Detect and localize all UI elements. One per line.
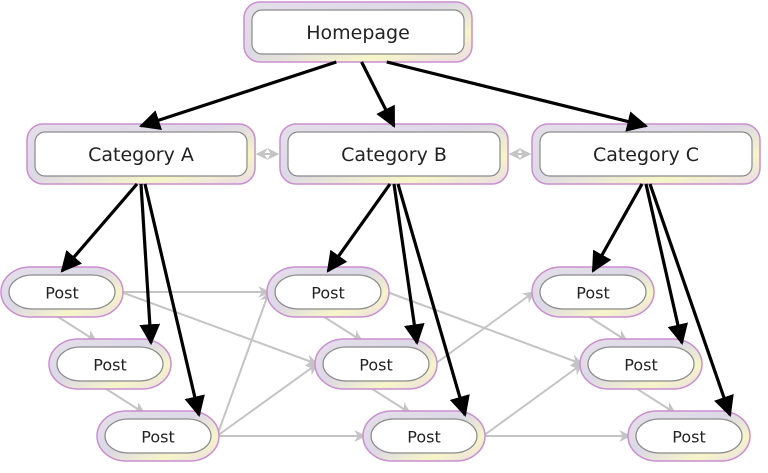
hierarchy-arrow	[143, 183, 205, 418]
node-inner-box	[56, 346, 164, 382]
node-inner-box	[34, 131, 248, 177]
cross-link-arrow	[216, 363, 318, 437]
node-inner-box	[539, 274, 647, 310]
cross-link-arrow	[120, 291, 319, 366]
node-label: Post	[672, 428, 705, 447]
node-inner-box	[8, 274, 116, 310]
hierarchy-arrow	[60, 182, 139, 273]
node-catC: Category C	[531, 123, 761, 185]
node-inner-box	[370, 418, 478, 454]
node-c1: Post	[531, 266, 655, 318]
node-catB: Category B	[279, 123, 509, 185]
node-inner-box	[635, 418, 743, 454]
hierarchy-arrow	[648, 183, 734, 417]
cross-link-arrow	[216, 290, 271, 437]
node-label: Post	[624, 356, 657, 375]
hierarchy-arrow	[392, 183, 425, 346]
node-inner-box	[104, 418, 212, 454]
node-label: Post	[141, 428, 174, 447]
node-label: Homepage	[306, 22, 410, 44]
node-c2: Post	[579, 338, 703, 390]
node-a1: Post	[0, 266, 124, 318]
node-b2: Post	[314, 338, 438, 390]
node-label: Post	[576, 284, 609, 303]
cross-link-arrow	[482, 363, 583, 437]
node-a3: Post	[96, 410, 220, 462]
node-label: Post	[93, 356, 126, 375]
cross-link-arrow	[434, 291, 535, 365]
node-inner-box	[322, 346, 430, 382]
node-inner-box	[251, 9, 465, 55]
hierarchy-arrow	[360, 61, 396, 128]
hierarchy-arrow	[386, 60, 649, 132]
node-label: Post	[359, 356, 392, 375]
hierarchy-arrow	[396, 183, 470, 417]
node-catA: Category A	[26, 123, 256, 185]
node-label: Category B	[341, 144, 447, 166]
hierarchy-arrow	[139, 60, 337, 131]
node-inner-box	[587, 346, 695, 382]
node-home: Homepage	[243, 1, 473, 63]
node-label: Category C	[593, 144, 699, 166]
node-b3: Post	[362, 410, 486, 462]
hierarchy-arrow	[591, 183, 644, 273]
node-b1: Post	[266, 266, 390, 318]
node-inner-box	[287, 131, 501, 177]
node-c3: Post	[627, 410, 751, 462]
node-inner-box	[539, 131, 753, 177]
hierarchy-arrow	[139, 183, 161, 346]
node-label: Post	[311, 284, 344, 303]
node-label: Post	[407, 428, 440, 447]
node-label: Post	[45, 284, 78, 303]
node-label: Category A	[88, 144, 194, 166]
node-inner-box	[274, 274, 382, 310]
node-a2: Post	[48, 338, 172, 390]
hierarchy-edges-layer	[60, 60, 734, 418]
hierarchy-arrow	[326, 183, 392, 273]
hierarchy-arrow	[644, 183, 689, 346]
